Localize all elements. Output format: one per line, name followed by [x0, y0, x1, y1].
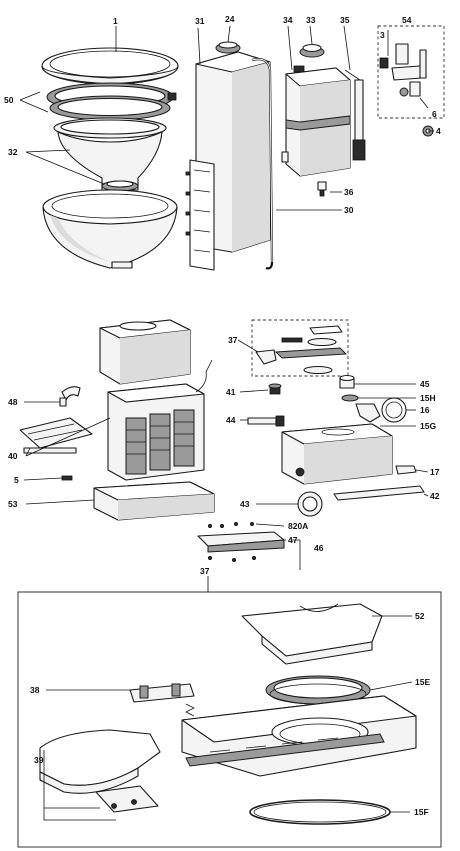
part-clip — [59, 386, 81, 407]
part-water-tank — [281, 65, 351, 177]
label-50: 50 — [4, 95, 14, 105]
label-53: 53 — [8, 499, 18, 509]
label-1: 1 — [113, 16, 118, 26]
part-base-bowl — [42, 189, 178, 269]
label-37-lower: 37 — [200, 566, 210, 576]
label-41: 41 — [226, 387, 236, 397]
label-31: 31 — [195, 16, 205, 26]
part-pin — [61, 475, 73, 481]
label-39: 39 — [34, 755, 44, 765]
part-rear-casing — [185, 51, 271, 271]
label-30: 30 — [344, 205, 354, 215]
label-42: 42 — [430, 491, 440, 501]
label-15g: 15G — [420, 421, 436, 431]
label-46: 46 — [314, 543, 324, 553]
part-seal-strip — [251, 58, 274, 270]
part-pump-assembly — [107, 359, 213, 481]
part-ring-15e — [265, 675, 371, 705]
part-catch — [129, 683, 195, 717]
part-front-housing — [99, 319, 191, 385]
label-6: 6 — [432, 109, 437, 119]
part-tank-connector — [317, 181, 327, 197]
label-38: 38 — [30, 685, 40, 695]
label-4: 4 — [436, 126, 441, 136]
label-37-upper: 37 — [228, 335, 238, 345]
part-waste-tank — [281, 423, 393, 485]
part-outlet-cap — [339, 374, 355, 389]
part-screws — [207, 522, 256, 563]
label-16: 16 — [420, 405, 430, 415]
part-knob — [268, 383, 282, 395]
label-32: 32 — [8, 147, 18, 157]
part-top-cover — [241, 603, 383, 665]
part-rod — [333, 485, 425, 501]
part-valve-assembly — [377, 25, 445, 119]
detail-frame — [17, 591, 442, 848]
leader-lines — [19, 25, 434, 821]
part-slide-base — [39, 695, 417, 813]
part-lid — [41, 47, 179, 85]
label-36: 36 — [344, 187, 354, 197]
part-bowl-funnel — [57, 131, 163, 192]
label-33: 33 — [306, 15, 316, 25]
label-5: 5 — [14, 475, 19, 485]
label-15e: 15E — [415, 677, 430, 687]
part-elbow-disc — [355, 397, 407, 423]
label-17: 17 — [430, 467, 440, 477]
label-3: 3 — [380, 30, 385, 40]
label-35: 35 — [340, 15, 350, 25]
label-34: 34 — [283, 15, 293, 25]
part-mechanism-kit — [251, 319, 349, 377]
part-seal-rings — [46, 82, 177, 139]
label-43: 43 — [240, 499, 250, 509]
part-slide-rail — [197, 531, 285, 553]
label-52: 52 — [415, 611, 425, 621]
part-bracket — [19, 417, 93, 454]
label-44: 44 — [226, 415, 236, 425]
label-15f: 15F — [414, 807, 429, 817]
part-latch — [395, 465, 417, 475]
label-45: 45 — [420, 379, 430, 389]
part-labels: 1 31 24 34 33 35 54 3 6 4 50 32 36 30 37… — [4, 14, 441, 817]
part-ring-15h — [341, 394, 359, 402]
label-24: 24 — [225, 14, 235, 24]
label-40: 40 — [8, 451, 18, 461]
label-47: 47 — [288, 535, 298, 545]
label-54: 54 — [402, 15, 412, 25]
part-hose — [247, 415, 285, 427]
label-820a: 820A — [288, 521, 308, 531]
label-48: 48 — [8, 397, 18, 407]
part-base-tray — [93, 481, 215, 521]
label-15h: 15H — [420, 393, 436, 403]
part-tank-cap — [299, 43, 325, 58]
part-ring-15f — [249, 799, 391, 825]
part-vent-cap — [215, 41, 241, 54]
part-level-sensor — [344, 69, 366, 161]
part-disc — [297, 491, 323, 517]
